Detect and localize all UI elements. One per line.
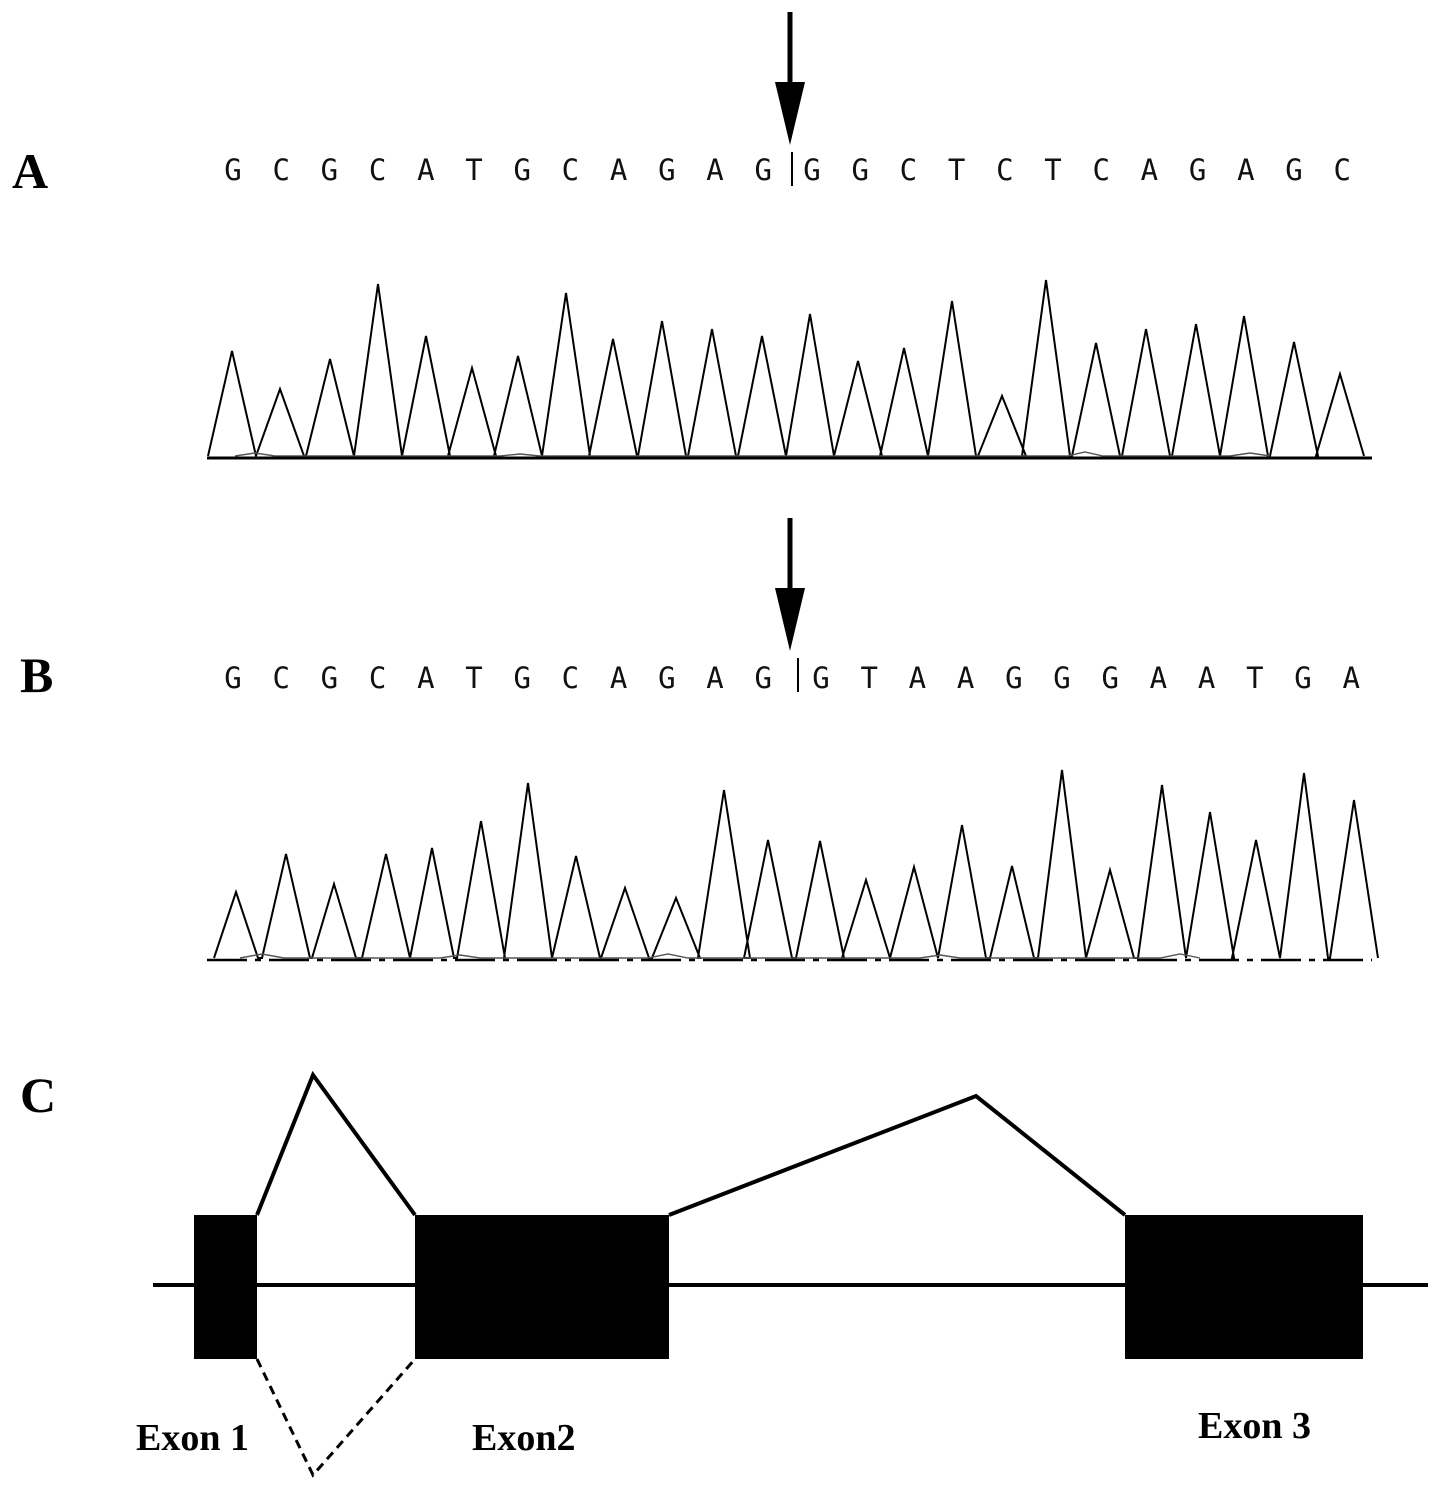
sequence-base: C: [1333, 153, 1350, 187]
sequence-base: C: [1092, 153, 1109, 187]
sequence-base: G: [658, 153, 675, 187]
exon-1-box: [194, 1215, 257, 1359]
arrow-b: [775, 518, 805, 651]
sequence-base: C: [369, 661, 386, 695]
sequence-base: G: [1053, 661, 1070, 695]
sequence-base: C: [562, 661, 579, 695]
exon-1-label: Exon 1: [136, 1417, 249, 1459]
aberrant-splice-path: [255, 1358, 417, 1478]
sequence-base: G: [1294, 661, 1311, 695]
sequence-base: G: [321, 661, 338, 695]
sequence-base: C: [900, 153, 917, 187]
sequence-base: A: [610, 661, 627, 695]
panel-label-c: C: [20, 1067, 56, 1123]
sequence-base: C: [562, 153, 579, 187]
sequence-base: G: [851, 153, 868, 187]
sequence-base: T: [465, 153, 482, 187]
panel-c: C Exon 1 Exon2 Exon 3: [20, 1067, 1428, 1478]
sequence-base: G: [224, 661, 241, 695]
sequence-base: G: [1285, 153, 1302, 187]
sequence-base: T: [1246, 661, 1263, 695]
sequence-base: A: [706, 661, 723, 695]
exon-2-label: Exon2: [472, 1417, 575, 1459]
sequence-base: A: [1141, 153, 1158, 187]
sequence-base: C: [369, 153, 386, 187]
sequence-base: A: [610, 153, 627, 187]
sequence-base: G: [513, 153, 530, 187]
sequence-base: A: [1342, 661, 1359, 695]
sequence-base: A: [417, 661, 434, 695]
exon-2-box: [415, 1215, 669, 1359]
sequence-base: C: [272, 661, 289, 695]
sequence-base: G: [812, 661, 829, 695]
sequence-base: G: [754, 661, 771, 695]
sequence-base: A: [957, 661, 974, 695]
sequence-base: G: [321, 153, 338, 187]
sequence-base: G: [754, 153, 771, 187]
sequence-base: A: [706, 153, 723, 187]
sequence-base: T: [948, 153, 965, 187]
chromatogram-b: [207, 769, 1379, 962]
sequence-base: A: [1237, 153, 1254, 187]
sequence-base: G: [1005, 661, 1022, 695]
sequence-base: C: [272, 153, 289, 187]
sequence-base: G: [1189, 153, 1206, 187]
sequence-base: A: [417, 153, 434, 187]
panel-label-a: A: [12, 143, 48, 199]
sequence-base: T: [860, 661, 877, 695]
exon-3-box: [1125, 1215, 1363, 1359]
sequence-base: A: [1150, 661, 1167, 695]
splice-path-exon2-exon3: [668, 1093, 1127, 1217]
sequence-base: T: [465, 661, 482, 695]
arrow-a: [775, 12, 805, 145]
sequence-base: G: [658, 661, 675, 695]
sequence-base: G: [224, 153, 241, 187]
sequence-base: G: [1101, 661, 1118, 695]
sequence-base: G: [513, 661, 530, 695]
sequence-base: G: [803, 153, 820, 187]
panel-label-b: B: [20, 647, 53, 703]
chromatogram-a: [207, 279, 1372, 460]
sequence-base: A: [909, 661, 926, 695]
sequence-base: A: [1198, 661, 1215, 695]
splice-path-exon1-exon2: [255, 1070, 417, 1217]
exon-3-label: Exon 3: [1198, 1405, 1311, 1447]
sequence-base: T: [1044, 153, 1061, 187]
sequence-base: C: [996, 153, 1013, 187]
